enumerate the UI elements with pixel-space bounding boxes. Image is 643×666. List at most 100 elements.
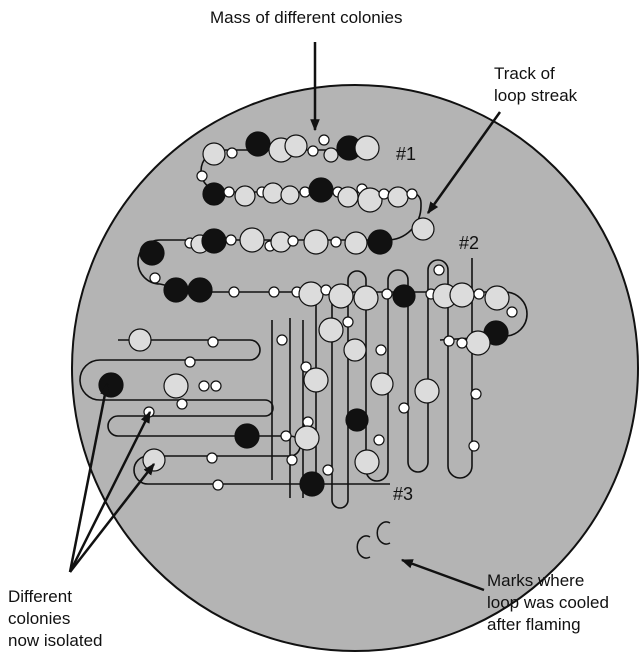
dark-colony — [98, 372, 124, 398]
small-white-colony — [176, 398, 188, 410]
small-white-colony — [206, 452, 218, 464]
light-colony — [318, 317, 344, 343]
dark-colony — [245, 131, 271, 157]
small-white-colony — [300, 361, 312, 373]
light-colony — [465, 330, 491, 356]
light-colony — [323, 147, 339, 163]
small-white-colony — [184, 356, 196, 368]
light-colony — [328, 283, 354, 309]
small-white-colony — [381, 288, 393, 300]
dark-colony — [202, 182, 226, 206]
light-colony — [303, 229, 329, 255]
dark-colony — [392, 284, 416, 308]
small-white-colony — [322, 464, 334, 476]
small-white-colony — [212, 479, 224, 491]
small-white-colony — [307, 145, 319, 157]
small-white-colony — [470, 388, 482, 400]
label-line: after flaming — [487, 615, 581, 634]
light-colony — [303, 367, 329, 393]
light-colony — [294, 425, 320, 451]
small-white-colony — [406, 188, 418, 200]
light-colony — [387, 186, 409, 208]
light-colony — [298, 281, 324, 307]
dark-colony — [201, 228, 227, 254]
light-colony — [343, 338, 367, 362]
small-white-colony — [207, 336, 219, 348]
small-white-colony — [318, 134, 330, 146]
dark-colony — [308, 177, 334, 203]
small-white-colony — [375, 344, 387, 356]
dark-colony — [345, 408, 369, 432]
light-colony — [370, 372, 394, 396]
dark-colony — [163, 277, 189, 303]
label-line: Different — [8, 587, 72, 606]
small-white-colony — [468, 440, 480, 452]
light-colony — [414, 378, 440, 404]
label-line: now isolated — [8, 631, 103, 650]
dark-colony — [139, 240, 165, 266]
light-colony — [239, 227, 265, 253]
small-white-colony — [330, 236, 342, 248]
arrow-isolated-3 — [69, 463, 155, 573]
small-white-colony — [276, 334, 288, 346]
small-white-colony — [228, 286, 240, 298]
arrow-isolated-1 — [68, 382, 110, 573]
light-colony — [337, 186, 359, 208]
section-label-3: #3 — [393, 484, 413, 504]
light-colony — [357, 187, 383, 213]
light-colony — [353, 285, 379, 311]
light-colony — [411, 217, 435, 241]
colonies — [98, 131, 518, 497]
label-cooling-marks: Marks where loop was cooled after flamin… — [487, 570, 609, 636]
small-white-colony — [223, 186, 235, 198]
light-colony — [202, 142, 226, 166]
light-colony — [128, 328, 152, 352]
light-colony — [449, 282, 475, 308]
label-colonies-isolated: Different colonies now isolated — [8, 586, 103, 652]
label-line: colonies — [8, 609, 71, 628]
section-label-2: #2 — [459, 233, 479, 253]
small-white-colony — [443, 335, 455, 347]
small-white-colony — [198, 380, 210, 392]
small-white-colony — [196, 170, 208, 182]
small-white-colony — [149, 272, 161, 284]
petri-plate — [71, 84, 639, 652]
small-white-colony — [210, 380, 222, 392]
arrow-cooled — [400, 558, 485, 592]
small-white-colony — [433, 264, 445, 276]
light-colony — [484, 285, 510, 311]
dark-colony — [234, 423, 260, 449]
small-white-colony — [342, 316, 354, 328]
light-colony — [354, 135, 380, 161]
small-white-colony — [473, 288, 485, 300]
small-white-colony — [287, 235, 299, 247]
small-white-colony — [280, 430, 292, 442]
label-line: Track of — [494, 64, 555, 83]
arrow-track — [426, 111, 502, 214]
light-colony — [284, 134, 308, 158]
label-mass-of-colonies: Mass of different colonies — [210, 8, 403, 27]
dark-colony — [367, 229, 393, 255]
dark-colony — [187, 277, 213, 303]
light-colony — [262, 182, 284, 204]
section-label-1: #1 — [396, 144, 416, 164]
cooling-mark — [356, 535, 371, 559]
label-track-of-loop-streak: Track of loop streak — [494, 63, 577, 107]
small-white-colony — [373, 434, 385, 446]
light-colony — [142, 448, 166, 472]
label-line: loop streak — [494, 86, 578, 105]
small-white-colony — [286, 454, 298, 466]
small-white-colony — [506, 306, 518, 318]
small-white-colony — [456, 337, 468, 349]
small-white-colony — [398, 402, 410, 414]
light-colony — [354, 449, 380, 475]
label-line: Marks where — [487, 571, 585, 590]
small-white-colony — [225, 234, 237, 246]
small-white-colony — [226, 147, 238, 159]
light-colony — [163, 373, 189, 399]
small-white-colony — [268, 286, 280, 298]
light-colony — [344, 231, 368, 255]
streak-track-2 — [315, 258, 473, 509]
light-colony — [234, 185, 256, 207]
